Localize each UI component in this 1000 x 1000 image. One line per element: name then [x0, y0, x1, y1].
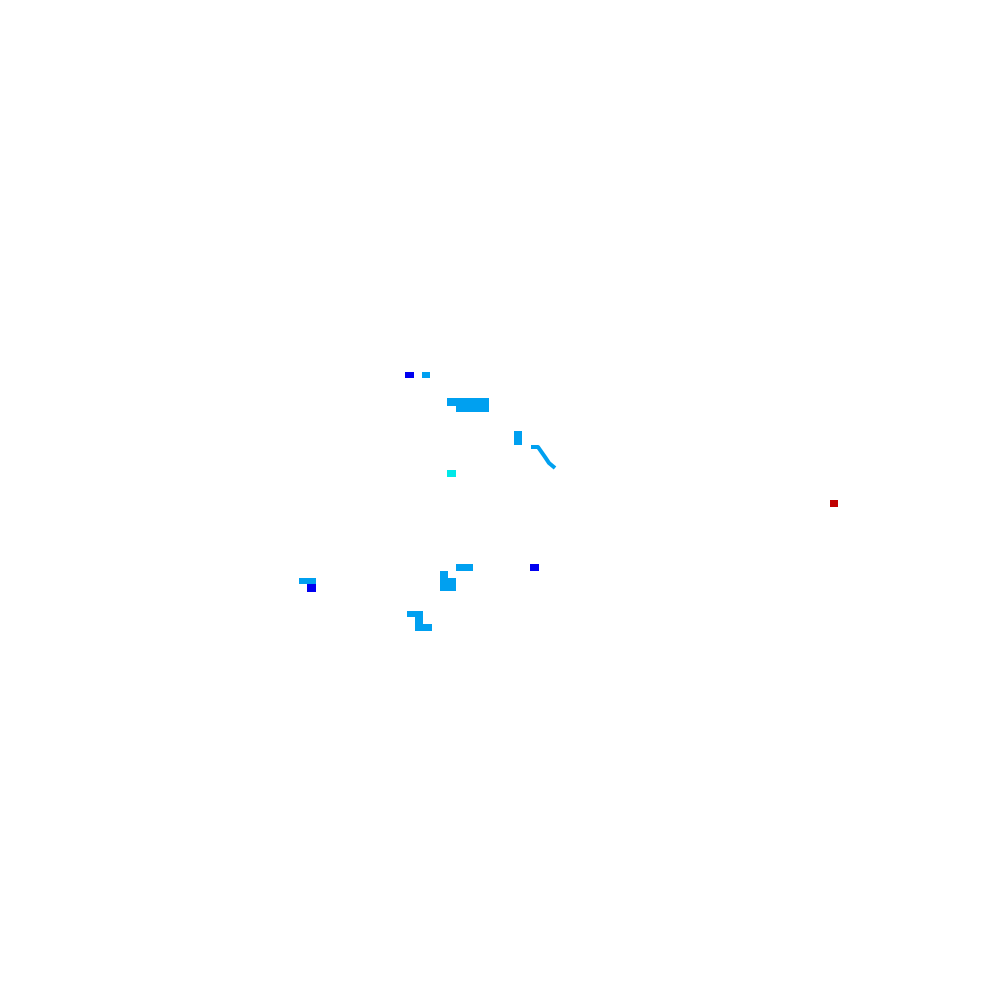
map-blob-f8 — [456, 564, 473, 571]
map-blob-f6 — [447, 470, 456, 477]
map-blob-f9 — [530, 564, 539, 571]
map-blob-f2 — [422, 372, 430, 378]
map-blob-f11 — [299, 578, 316, 584]
map-blob-f3 — [447, 398, 489, 412]
map-blob-f12 — [307, 584, 316, 592]
map-blob-f1 — [405, 372, 414, 378]
map-blob-f7 — [830, 500, 838, 507]
map-blob-f10 — [440, 571, 456, 591]
map-blob-f4 — [514, 431, 522, 445]
map-streak-f5 — [531, 445, 557, 470]
map-blob-f13 — [407, 611, 432, 631]
